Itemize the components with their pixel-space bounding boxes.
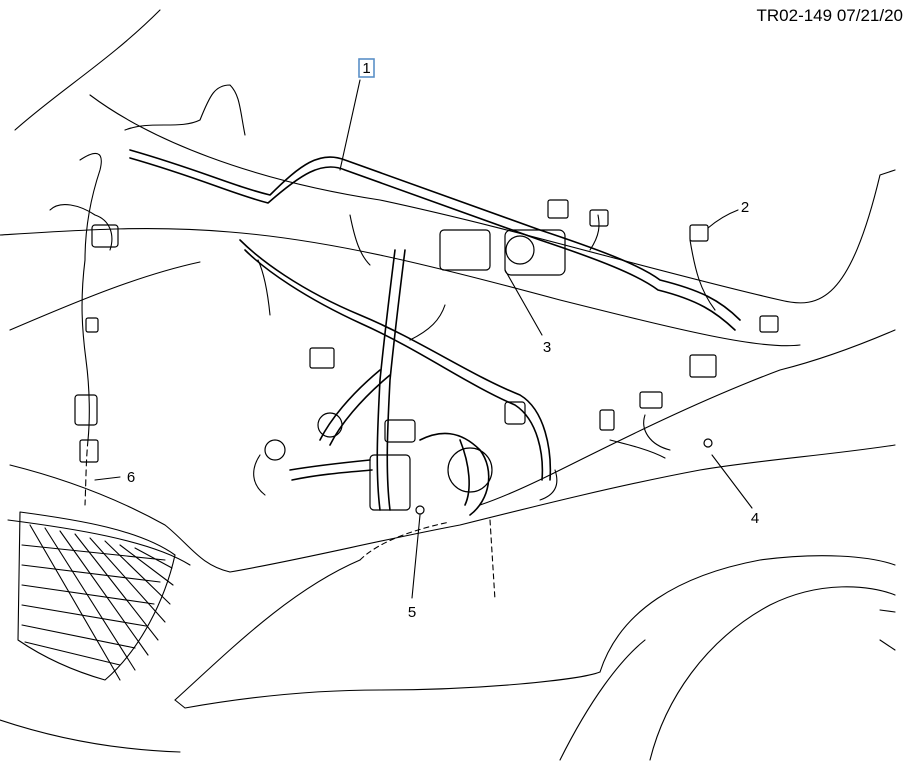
callout-4: 4 (751, 510, 759, 527)
callout-2: 2 (741, 199, 749, 216)
callout-number: 5 (408, 604, 416, 621)
callout-5: 5 (408, 604, 416, 621)
leader-lines (95, 80, 752, 598)
callout-number: 1 (362, 60, 370, 77)
callout-number: 4 (751, 510, 759, 527)
callout-3: 3 (543, 339, 551, 356)
main-harness (130, 150, 740, 515)
callout-6: 6 (127, 469, 135, 486)
callout-number: 2 (741, 199, 749, 216)
harness-branches (50, 85, 715, 505)
grille (8, 512, 190, 680)
callout-number: 6 (127, 469, 135, 486)
figure-reference: TR02-149 07/21/20 (757, 6, 903, 26)
callout-number: 3 (543, 339, 551, 356)
callout-1: 1 (359, 59, 374, 77)
